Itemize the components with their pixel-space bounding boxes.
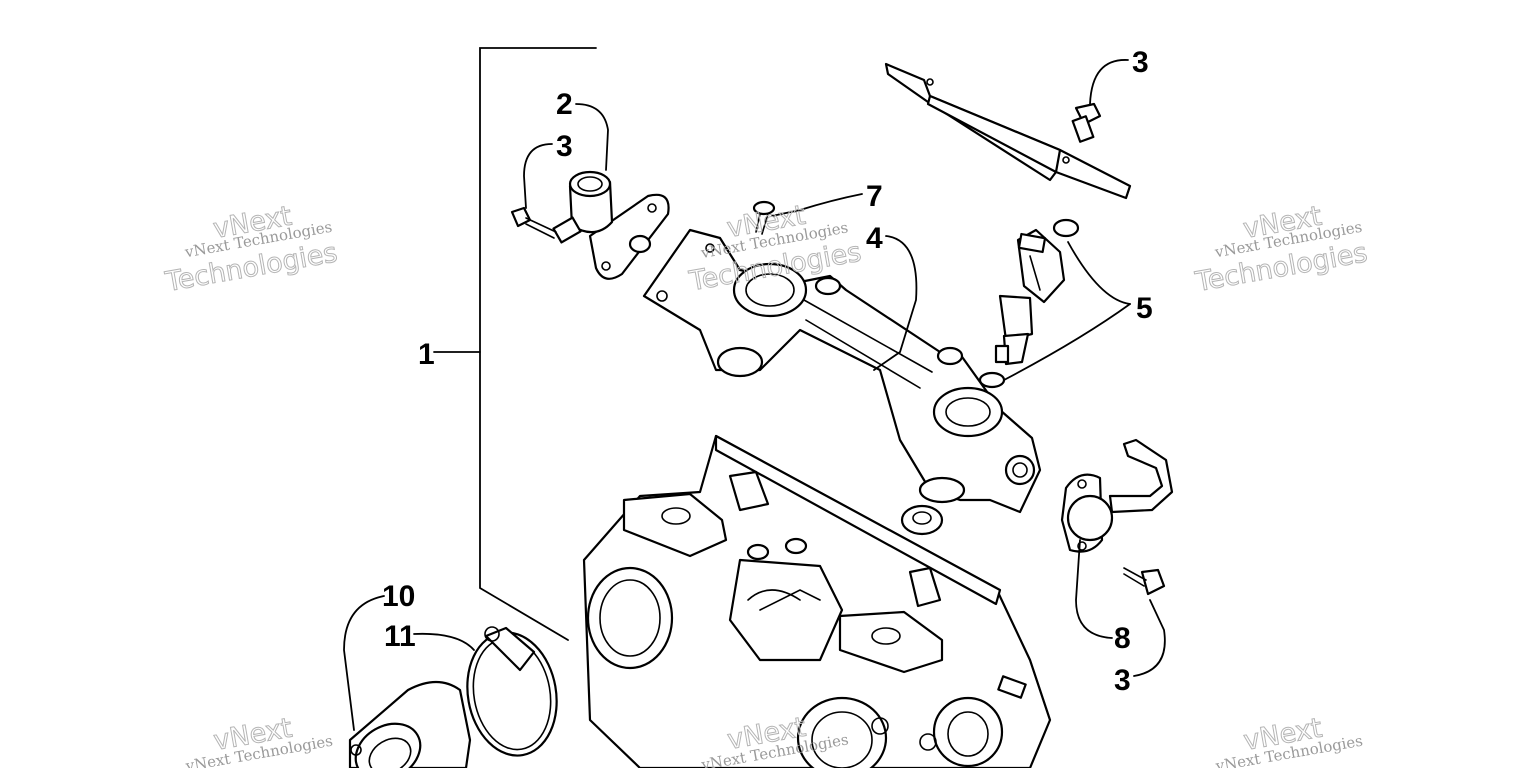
fuel-rail — [642, 228, 1042, 514]
watermark-bottom-right: vNext vNext Technologies — [1213, 712, 1364, 768]
callout-3-upper-left: 3 — [556, 130, 573, 163]
throttle-body — [582, 434, 1052, 768]
fuel-injector — [978, 218, 1080, 389]
watermark-top-left: vNext vNext Technologies Technologies — [162, 200, 340, 298]
sensor — [1060, 438, 1174, 553]
bolt-lower-right — [1123, 567, 1166, 596]
callout-2: 2 — [556, 88, 573, 121]
callout-7: 7 — [866, 180, 883, 213]
hose-clamp — [466, 626, 558, 757]
callout-5: 5 — [1136, 292, 1153, 325]
pressure-regulator — [552, 170, 670, 280]
callout-10: 10 — [382, 580, 415, 613]
watermark-top-right: vNext vNext Technologies Technologies — [1192, 200, 1370, 298]
seal-ring — [900, 504, 944, 536]
bolt-top — [1071, 102, 1102, 143]
intake-boot — [348, 680, 472, 768]
watermark-bottom-left: vNext vNext Technologies — [183, 712, 334, 768]
screw — [752, 200, 776, 235]
callout-3-top-right: 3 — [1132, 46, 1149, 79]
callout-8: 8 — [1114, 622, 1131, 655]
callout-1: 1 — [418, 338, 435, 371]
callout-11: 11 — [384, 620, 416, 653]
mounting-bracket — [884, 62, 1132, 200]
bolt-left — [510, 206, 557, 239]
leader-lines — [343, 59, 1166, 731]
callout-labels: 1 2 3 3 7 4 5 8 3 10 11 — [382, 46, 1153, 697]
callout-4: 4 — [866, 222, 883, 255]
callout-3-lower-right: 3 — [1114, 664, 1131, 697]
assembly-bracket — [433, 47, 597, 641]
